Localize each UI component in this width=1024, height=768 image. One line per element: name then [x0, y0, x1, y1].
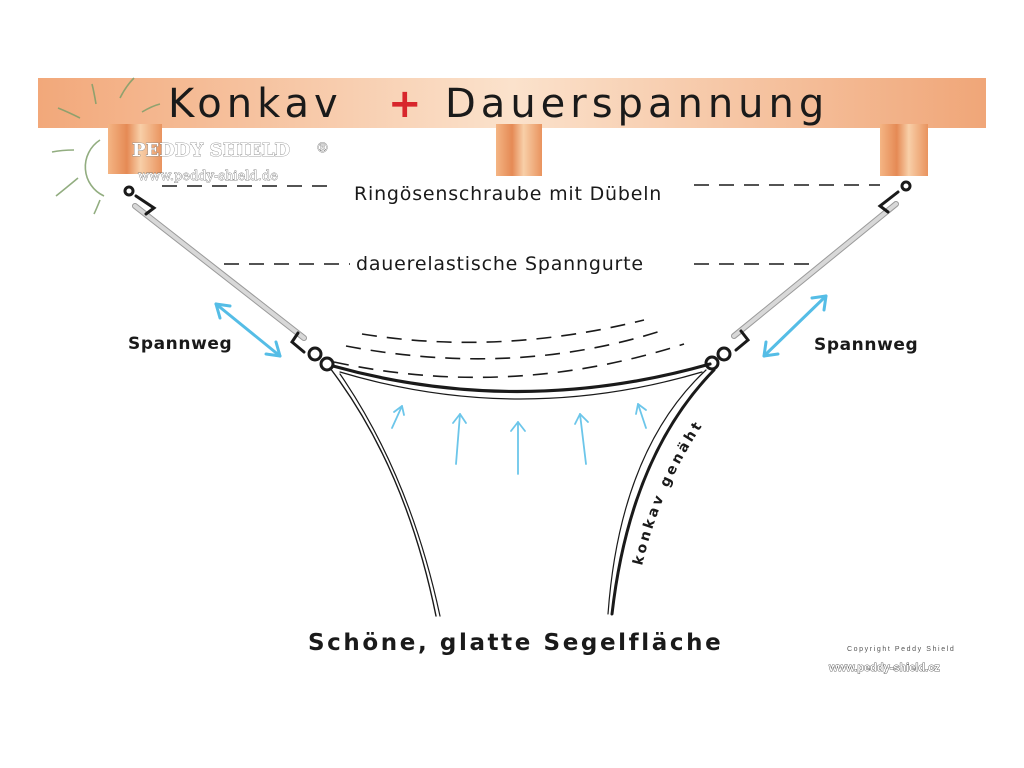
- tension-curves: [333, 319, 685, 379]
- tension-arrow-left-icon: [214, 302, 282, 358]
- left-strap: [132, 203, 307, 341]
- upward-arrows-icon: [391, 403, 647, 475]
- brand-logo: PEDDY SHIELD ® www.peddy-shield.de: [51, 77, 329, 215]
- sun-icon: [51, 77, 161, 215]
- sail-edges: [329, 362, 716, 617]
- center-post: [496, 124, 542, 176]
- brand-url: www.peddy-shield.de: [138, 169, 278, 184]
- brand-name: PEDDY SHIELD: [132, 140, 290, 161]
- header-banner: Konkav + Dauerspannung: [38, 78, 986, 176]
- banner-title-right: Dauerspannung: [445, 81, 829, 127]
- label-tension-left: Spannweg: [128, 334, 232, 354]
- right-post: [880, 124, 928, 176]
- left-post: [108, 124, 162, 174]
- right-strap: [731, 201, 899, 339]
- copyright-notice: Copyright Peddy Shield: [847, 646, 955, 653]
- label-tension-right: Spannweg: [814, 335, 918, 355]
- banner-title-left: Konkav: [168, 81, 343, 127]
- label-ring-screw: Ringösenschraube mit Dübeln: [354, 183, 662, 205]
- label-sail-surface: Schöne, glatte Segelfläche: [308, 630, 723, 656]
- footer-url: www.peddy-shield.cz: [828, 662, 940, 674]
- label-elastic-strap: dauerelastische Spanngurte: [356, 253, 644, 275]
- hook-sail-left-icon: [290, 331, 335, 372]
- hook-top-left-icon: [123, 185, 157, 216]
- hook-sail-right-icon: [704, 329, 751, 371]
- label-seam: konkav genäht: [630, 417, 707, 567]
- tension-arrow-right-icon: [762, 294, 828, 358]
- brand-registered-mark: ®: [316, 141, 329, 156]
- banner-plus: +: [388, 81, 422, 127]
- hook-top-right-icon: [877, 180, 912, 214]
